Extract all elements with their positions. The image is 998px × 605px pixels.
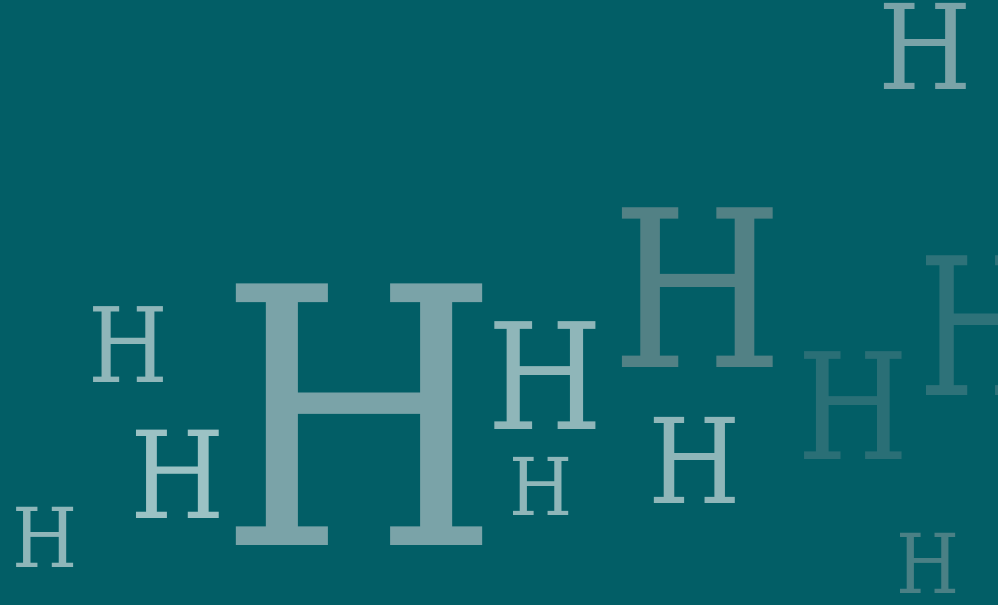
letter-h-glyph: H	[797, 321, 909, 494]
letter-h-glyph: H	[896, 518, 960, 605]
letter-h-glyph: H	[12, 492, 78, 588]
letter-h-glyph: H	[487, 291, 603, 464]
letter-h-glyph: H	[611, 164, 784, 420]
letter-h-glyph: H	[218, 211, 501, 605]
letter-h-glyph: H	[878, 0, 972, 117]
letter-h-glyph: H	[918, 234, 998, 426]
letter-h-glyph: H	[88, 285, 168, 408]
letter-h-glyph: H	[130, 407, 225, 548]
letter-h-glyph: H	[509, 440, 573, 534]
letter-h-glyph: H	[648, 393, 741, 531]
